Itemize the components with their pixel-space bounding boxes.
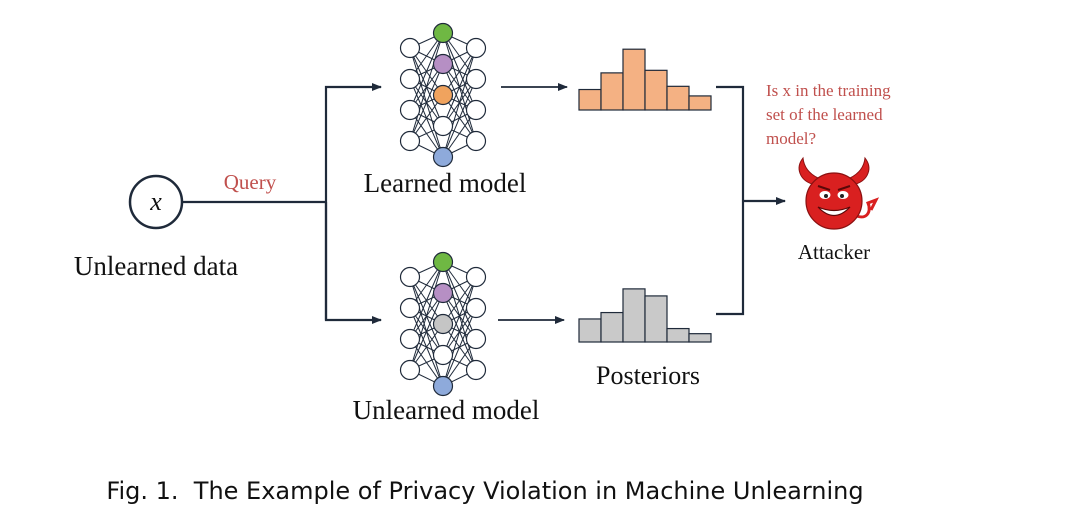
network-node (465, 99, 487, 121)
network-node (432, 251, 454, 273)
branch-arrow-learned (324, 83, 382, 320)
network-node (465, 328, 487, 350)
network-node (399, 99, 421, 121)
network-node (465, 130, 487, 152)
network-node (399, 37, 421, 59)
network-edge (442, 292, 477, 371)
input-node: x (128, 174, 184, 230)
unlearned-model-label: Unlearned model (353, 395, 540, 425)
histogram-bar (666, 85, 690, 111)
network-node (399, 359, 421, 381)
histogram-bar (666, 327, 690, 343)
network-node (432, 344, 454, 366)
network-edge (409, 63, 444, 142)
network-node (432, 375, 454, 397)
network-edge (442, 261, 477, 371)
network-node (465, 359, 487, 381)
network-node (432, 282, 454, 304)
network-edge (409, 261, 444, 371)
histogram-bar (600, 72, 624, 111)
learned-model-label: Learned model (364, 168, 527, 198)
branch-arrow-unlearned (324, 202, 382, 324)
network-node (399, 130, 421, 152)
learned-model-network-icon (399, 22, 487, 168)
histogram-bar (688, 333, 712, 343)
network-node (465, 68, 487, 90)
histogram-bar (644, 295, 668, 343)
histogram-bar (578, 88, 602, 111)
histogram-bar (644, 69, 668, 111)
unlearned-model-network-icon (399, 251, 487, 397)
network-node (432, 53, 454, 75)
unlearned-posterior-histogram (578, 288, 712, 343)
network-edge (442, 261, 477, 340)
input-label: Unlearned data (74, 251, 238, 281)
network-edge (409, 32, 444, 111)
network-node (465, 37, 487, 59)
network-node (399, 266, 421, 288)
network-node (432, 313, 454, 335)
merge-bracket (716, 85, 745, 316)
network-node (432, 146, 454, 168)
histogram-bar (688, 95, 712, 111)
learned-posterior-histogram (578, 48, 712, 111)
network-edge (409, 261, 444, 340)
histogram-bar (578, 318, 602, 343)
histogram-bar (622, 48, 646, 111)
query-label: Query (224, 170, 277, 194)
histogram-bar (600, 311, 624, 343)
network-node (465, 266, 487, 288)
attacker-label: Attacker (798, 240, 870, 264)
network-node (432, 84, 454, 106)
network-edge (442, 32, 477, 142)
network-edge (442, 32, 477, 111)
network-edge (442, 63, 477, 142)
network-node (399, 297, 421, 319)
input-symbol: x (149, 187, 162, 216)
network-node (399, 68, 421, 90)
network-edge (409, 32, 444, 142)
network-node (465, 297, 487, 319)
network-edge (409, 292, 444, 371)
attacker-question: Is x in the training set of the learned … (766, 81, 895, 148)
figure-caption: Fig. 1. The Example of Privacy Violation… (106, 477, 863, 505)
network-node (432, 115, 454, 137)
posteriors-label: Posteriors (596, 361, 700, 390)
devil-attacker-icon (798, 156, 880, 230)
network-node (399, 328, 421, 350)
network-node (432, 22, 454, 44)
histogram-bar (622, 288, 646, 343)
